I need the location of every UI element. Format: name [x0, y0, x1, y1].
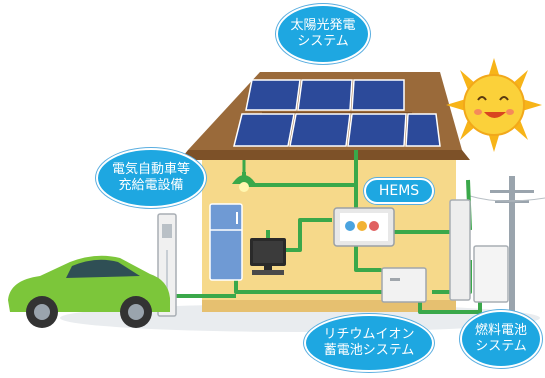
battery-label-line2: 蓄電池システム: [323, 343, 415, 358]
battery-unit-icon: [381, 267, 427, 303]
utility-pole-icon: [469, 176, 545, 314]
fuelcell-label-line2: システム: [475, 339, 527, 354]
hems-panel-icon: [333, 207, 395, 247]
fuel-cell-label: 燃料電池 システム: [460, 310, 542, 368]
ev-label-line1: 電気自動車等: [111, 162, 190, 177]
fuelcell-label-line1: 燃料電池: [474, 323, 527, 338]
hems-label: HEMS: [364, 178, 434, 204]
house-foundation: [202, 300, 456, 312]
ev-label-line2: 充給電設備: [118, 178, 184, 193]
solar-panel-icon: [233, 79, 441, 147]
solar-label-line1: 太陽光発電: [290, 18, 356, 33]
solar-system-label: 太陽光発電 システム: [276, 4, 370, 64]
refrigerator-icon: [209, 203, 243, 281]
solar-label-line2: システム: [297, 34, 349, 49]
ev-charger-label: 電気自動車等 充給電設備: [96, 148, 206, 208]
fuel-cell-unit-icon: [449, 199, 509, 303]
lamp-icon: [232, 160, 256, 192]
battery-system-label: リチウムイオン 蓄電池システム: [304, 314, 434, 372]
hems-label-text: HEMS: [378, 183, 420, 199]
car-icon: [8, 255, 170, 328]
battery-label-line1: リチウムイオン: [323, 327, 415, 342]
sun-icon: [446, 58, 542, 152]
tv-icon: [250, 238, 286, 275]
